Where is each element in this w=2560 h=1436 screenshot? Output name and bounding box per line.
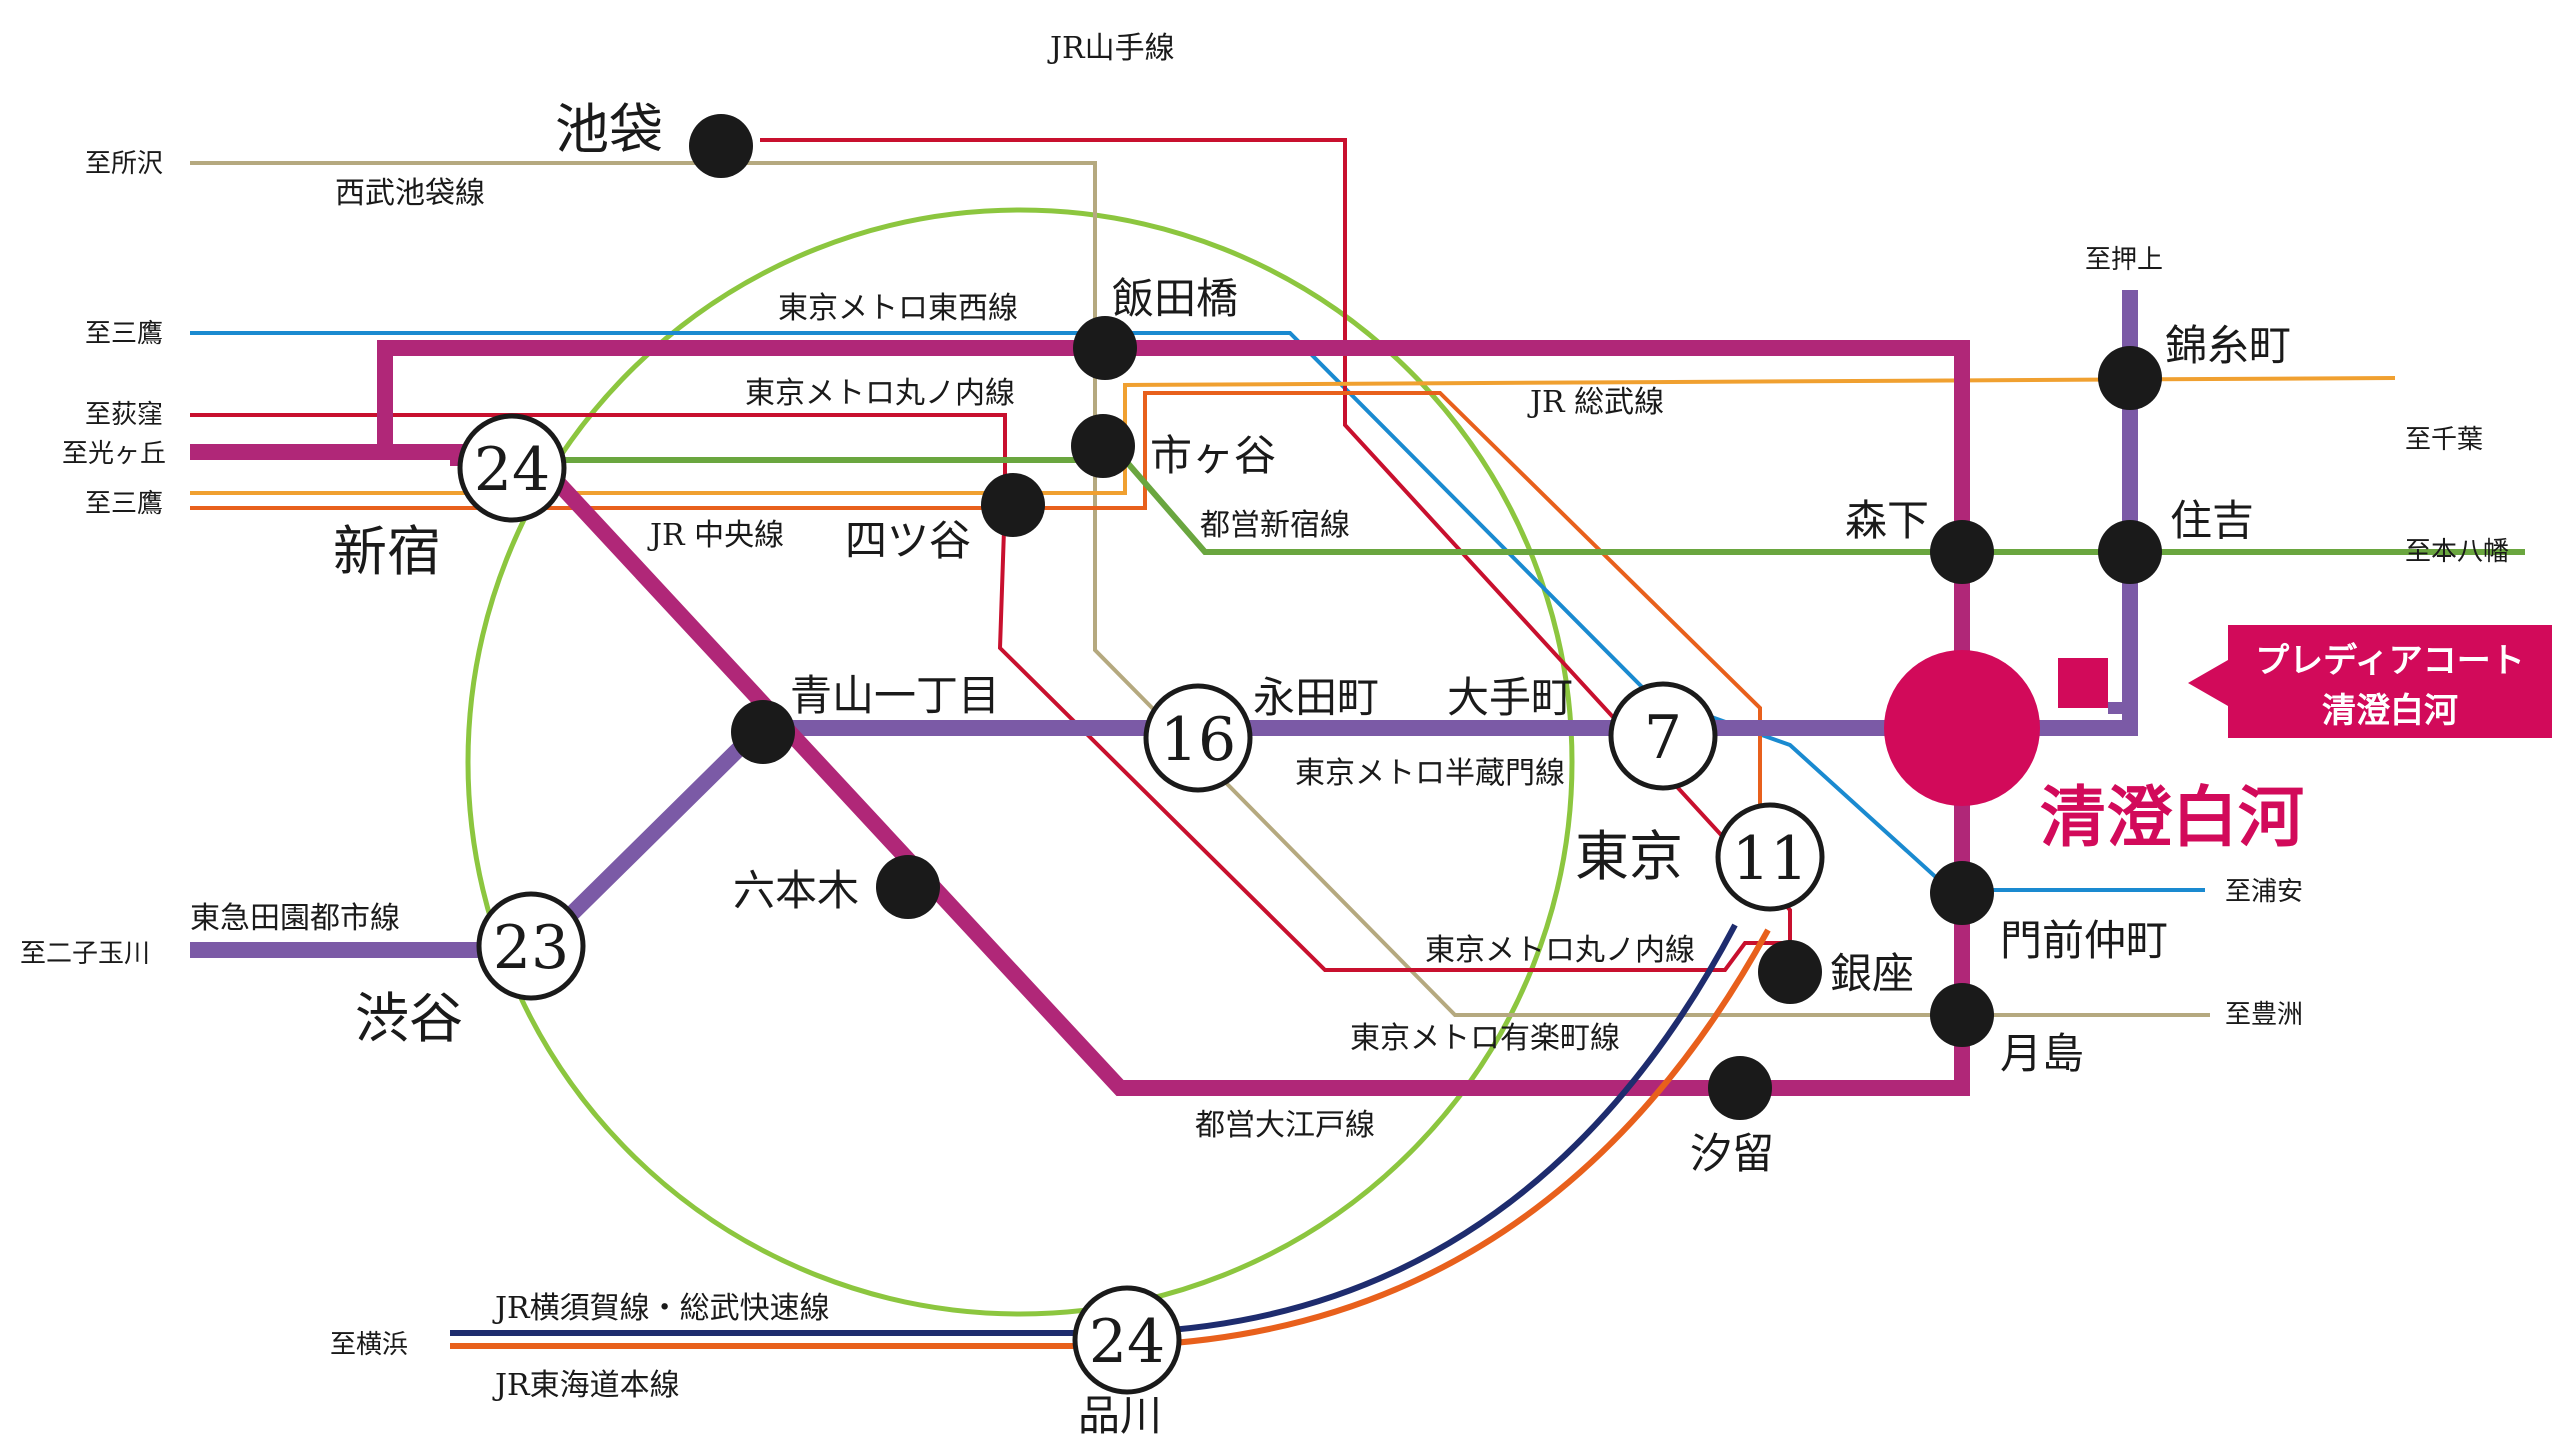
dot-kinshicho	[2098, 346, 2162, 410]
badge-shibuya: 23	[476, 891, 586, 1001]
badge-shinagawa: 24	[1072, 1285, 1182, 1395]
station-dots	[689, 114, 2162, 1120]
tokaido-line	[450, 928, 1771, 1349]
dot-aoyama-itchome	[731, 700, 795, 764]
label-sobu: JR 総武線	[1527, 385, 1664, 420]
label-toei-shinjuku: 都営新宿線	[1200, 508, 1350, 543]
badge-shinjuku: 24	[457, 413, 567, 523]
badge-tokyo: 11	[1715, 802, 1825, 912]
label-marunouchi-top: 東京メトロ丸ノ内線	[745, 376, 1015, 411]
badge-shinagawa-value: 24	[1089, 1307, 1165, 1377]
label-seibu-ikebukuro: 西武池袋線	[335, 176, 485, 211]
station-shiodome: 汐留	[1690, 1129, 1774, 1178]
station-ichigaya: 市ヶ谷	[1150, 431, 1276, 480]
label-den-en-toshi: 東急田園都市線	[190, 901, 400, 936]
yokosuka-line	[450, 923, 1738, 1336]
station-tokyo: 東京	[1575, 825, 1683, 888]
dot-ikebukuro	[689, 114, 753, 178]
station-shibuya: 渋谷	[355, 987, 463, 1050]
dir-tokorozawa: 至所沢	[85, 149, 163, 179]
kiyosumi-shirakawa-dot	[1884, 650, 2040, 806]
label-hanzomon: 東京メトロ半蔵門線	[1295, 756, 1565, 791]
sobu-line	[190, 391, 1762, 905]
property-label-line1: プレディアコート	[2255, 641, 2525, 681]
station-nagatacho: 永田町	[1253, 673, 1379, 722]
badge-nagatacho-value: 16	[1160, 705, 1236, 775]
station-yotsuya: 四ツ谷	[845, 516, 971, 565]
label-yokosuka-sobu: JR横須賀線・総武快速線	[492, 1291, 830, 1326]
badge-tokyo-value: 11	[1732, 824, 1808, 894]
hanzomon-line	[190, 290, 2138, 958]
dot-morishita	[1930, 520, 1994, 584]
dot-iidabashi	[1073, 316, 1137, 380]
station-monzen-nakacho: 門前仲町	[2000, 916, 2168, 965]
station-shinjuku: 新宿	[333, 520, 441, 583]
seibu-ikebukuro-line	[190, 161, 2210, 1017]
station-tsukishima: 月島	[2000, 1029, 2084, 1078]
property-label-box	[2188, 625, 2552, 738]
dir-hikarigaoka: 至光ヶ丘	[62, 439, 166, 469]
badge-shinjuku-value: 24	[474, 435, 550, 505]
station-iidabashi: 飯田橋	[1112, 274, 1238, 323]
property-label-line2: 清澄白河	[2322, 691, 2458, 731]
badge-otemachi-value: 7	[1644, 703, 1682, 773]
dir-oshiage: 至押上	[2085, 245, 2163, 275]
dot-tsukishima	[1930, 983, 1994, 1047]
station-sumiyoshi: 住吉	[2170, 496, 2254, 545]
label-oedo: 都営大江戸線	[1195, 1108, 1375, 1143]
dir-futako-tamagawa: 至二子玉川	[20, 939, 150, 969]
toei-shinjuku-line	[530, 457, 2525, 555]
dir-ogikubo: 至荻窪	[85, 400, 163, 430]
station-shinagawa: 品川	[1078, 1391, 1162, 1436]
station-kinshicho: 錦糸町	[2165, 321, 2291, 370]
dir-mitaka-1: 至三鷹	[85, 319, 163, 349]
dot-roppongi	[876, 855, 940, 919]
station-otemachi: 大手町	[1447, 673, 1573, 722]
dot-sumiyoshi	[2098, 520, 2162, 584]
station-ginza: 銀座	[1830, 949, 1914, 998]
dot-yotsuya	[981, 473, 1045, 537]
label-yurakucho: 東京メトロ有楽町線	[1350, 1021, 1620, 1056]
station-ikebukuro: 池袋	[555, 98, 663, 161]
station-morishita: 森下	[1845, 496, 1929, 545]
label-chuo: JR 中央線	[647, 518, 784, 553]
label-yamanote: JR山手線	[1047, 31, 1175, 66]
dir-mitaka-2: 至三鷹	[85, 489, 163, 519]
station-roppongi: 六本木	[733, 866, 859, 915]
dir-yokohama: 至横浜	[330, 1330, 408, 1360]
dot-shiodome	[1708, 1056, 1772, 1120]
label-tokaido: JR東海道本線	[492, 1368, 680, 1403]
label-tozai: 東京メトロ東西線	[778, 291, 1018, 326]
badge-otemachi: 7	[1608, 681, 1718, 791]
dot-ginza	[1758, 940, 1822, 1004]
badge-nagatacho: 16	[1143, 683, 1253, 793]
property-connector	[2108, 685, 2136, 714]
yamanote-line	[465, 207, 1575, 1317]
property-marker	[2058, 658, 2108, 708]
dot-ichigaya	[1071, 414, 1135, 478]
badge-shibuya-value: 23	[493, 913, 569, 983]
dir-toyosu: 至豊洲	[2225, 1000, 2303, 1030]
station-aoyama-itchome: 青山一丁目	[790, 671, 1000, 720]
station-kiyosumi-shirakawa: 清澄白河	[2040, 779, 2304, 856]
dir-urayasu: 至浦安	[2225, 877, 2303, 907]
dot-monzen-nakacho	[1930, 861, 1994, 925]
dir-chiba: 至千葉	[2405, 425, 2483, 455]
label-marunouchi-bottom: 東京メトロ丸ノ内線	[1425, 933, 1695, 968]
dir-motoyawata: 至本八幡	[2405, 537, 2509, 567]
